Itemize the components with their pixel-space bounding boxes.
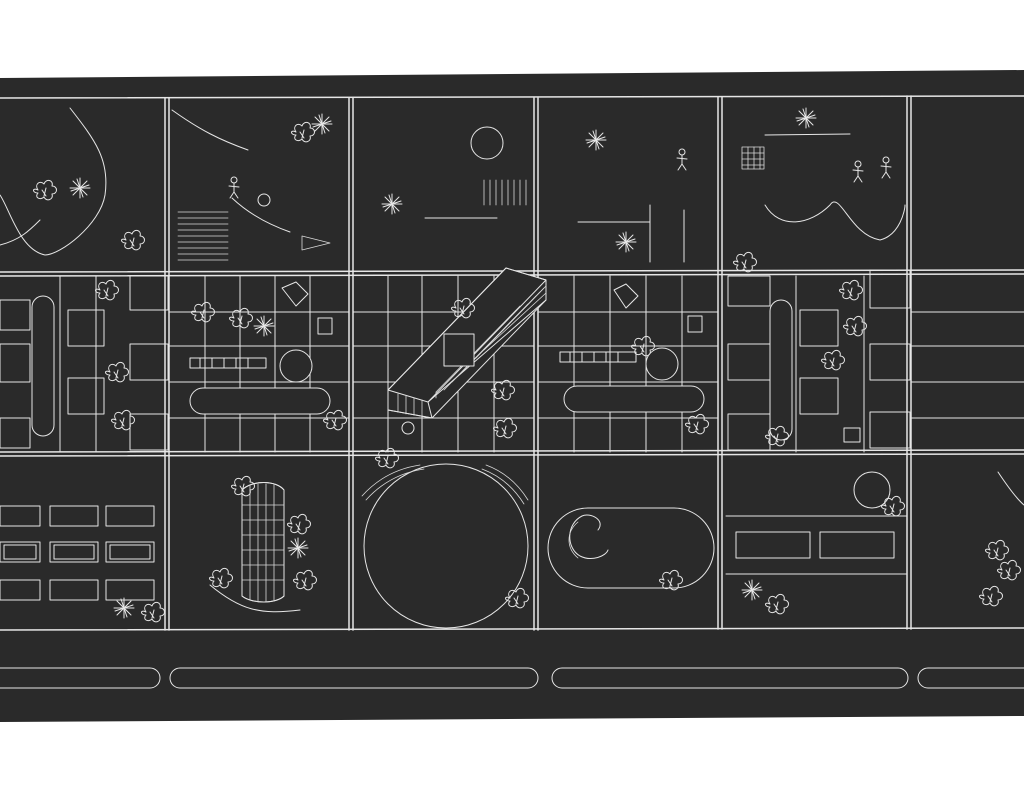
top-row-gardens — [0, 107, 906, 263]
star-plant-icon — [253, 315, 275, 337]
bottom-row-plazas — [0, 463, 1024, 629]
tree-icon — [585, 129, 607, 151]
star-plant-icon — [113, 597, 135, 619]
middle-row-courts — [0, 267, 1024, 453]
star-plant-icon — [741, 579, 763, 601]
diagonal-slab-building — [387, 267, 547, 435]
star-plant-icon — [615, 231, 637, 253]
star-plant-icon — [69, 177, 91, 199]
star-plant-icon — [311, 113, 333, 135]
star-plant-icon — [795, 107, 817, 129]
board-background — [0, 70, 1024, 722]
star-plant-icon — [287, 537, 309, 559]
roadway-strip — [0, 667, 1024, 689]
star-plant-icon — [381, 193, 403, 215]
plan-grid — [0, 95, 1024, 631]
cylinder-tower — [241, 482, 285, 603]
